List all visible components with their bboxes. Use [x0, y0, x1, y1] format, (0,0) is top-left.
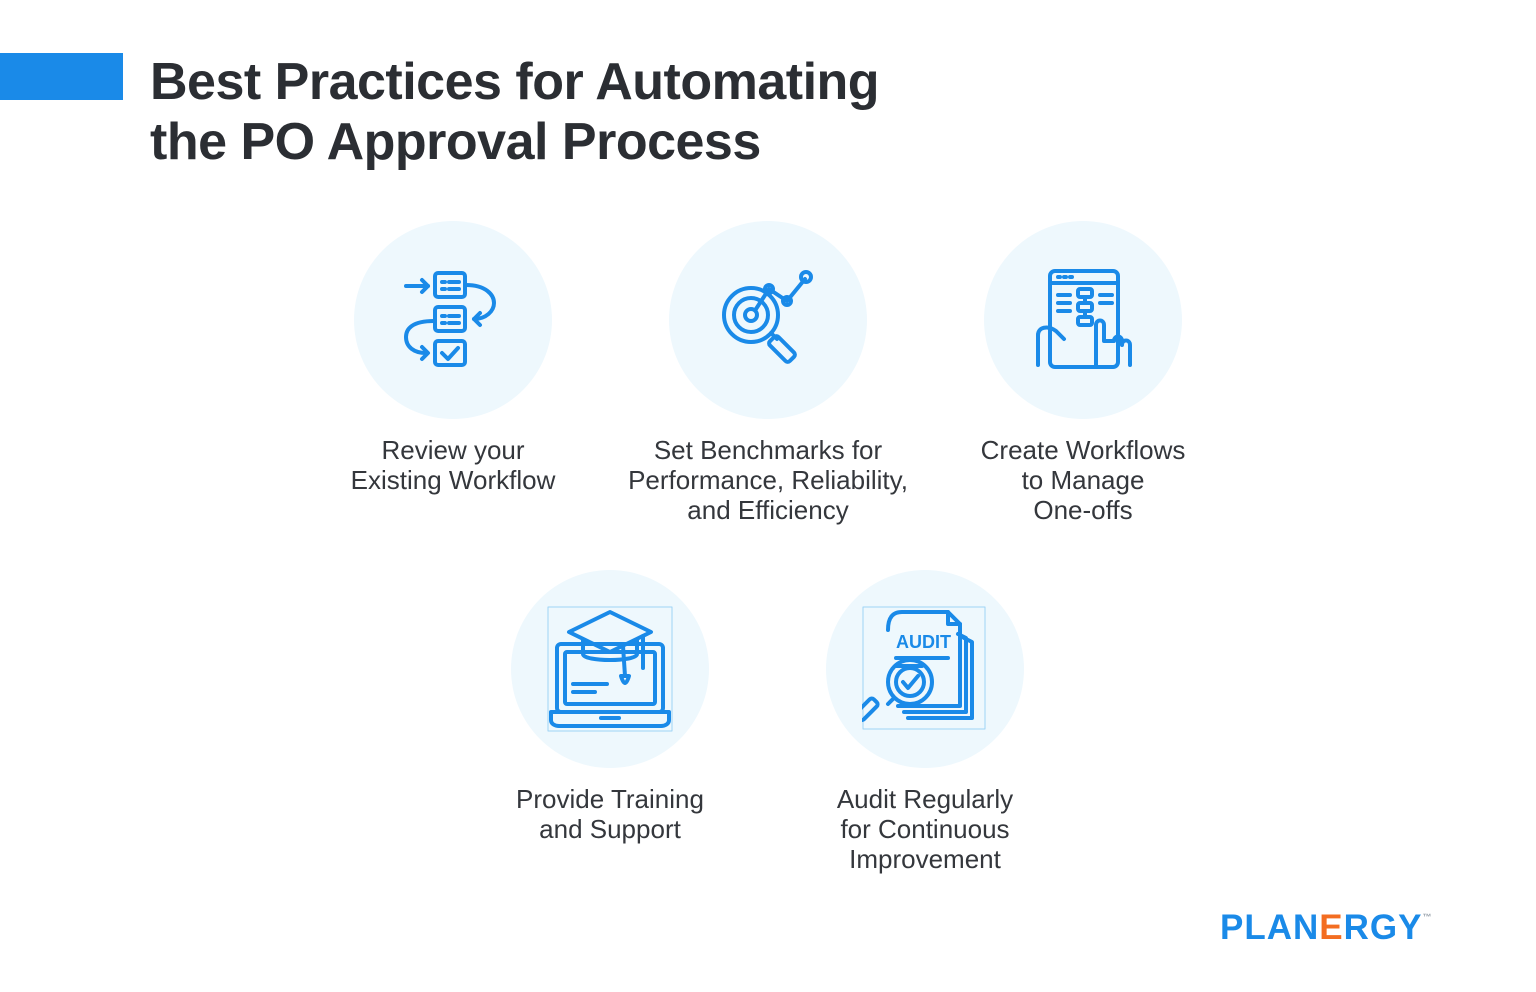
card-audit-regularly: AUDIT Audit Regularly for Continuous Imp…: [755, 570, 1095, 874]
label-line: Create Workflows: [980, 435, 1186, 465]
tablet-flowchart-icon: [1036, 269, 1132, 369]
card-label: Provide Training and Support: [440, 784, 780, 844]
label-line: to Manage: [1021, 465, 1145, 495]
label-line: One-offs: [1033, 495, 1133, 525]
label-line: and Support: [539, 814, 681, 844]
laptop-graduation-cap-icon: [547, 606, 673, 732]
label-line: and Efficiency: [687, 495, 849, 525]
card-set-benchmarks: Set Benchmarks for Performance, Reliabil…: [598, 221, 938, 525]
card-label: Audit Regularly for Continuous Improveme…: [755, 784, 1095, 874]
icon-circle: [511, 570, 709, 768]
label-line: Existing Workflow: [350, 465, 556, 495]
card-label: Review your Existing Workflow: [283, 435, 623, 495]
icon-circle: [354, 221, 552, 419]
label-line: Provide Training: [516, 784, 704, 814]
card-label: Create Workflows to Manage One-offs: [913, 435, 1253, 525]
label-line: Audit Regularly: [836, 784, 1014, 814]
planergy-logo: PLANERGY™: [1220, 908, 1433, 947]
card-review-workflow: Review your Existing Workflow: [283, 221, 623, 495]
target-magnifier-icon: [722, 270, 813, 364]
page-title: Best Practices for Automating the PO App…: [150, 52, 880, 172]
icon-circle: [669, 221, 867, 419]
title-line-1: Best Practices for Automating: [150, 53, 880, 111]
audit-icon-text: AUDIT: [896, 632, 951, 652]
icon-circle: [984, 221, 1182, 419]
card-label: Set Benchmarks for Performance, Reliabil…: [598, 435, 938, 525]
label-line: Improvement: [849, 844, 1001, 874]
accent-bar: [0, 53, 123, 100]
card-provide-training: Provide Training and Support: [440, 570, 780, 844]
audit-document-icon: AUDIT: [862, 606, 986, 730]
label-line: Performance, Reliability,: [628, 465, 908, 495]
label-line: for Continuous: [840, 814, 1010, 844]
title-line-2: the PO Approval Process: [150, 113, 761, 171]
label-line: Set Benchmarks for: [653, 435, 883, 465]
workflow-steps-icon: [404, 271, 496, 367]
icon-circle: AUDIT: [826, 570, 1024, 768]
card-create-workflows: Create Workflows to Manage One-offs: [913, 221, 1253, 525]
label-line: Review your: [381, 435, 525, 465]
